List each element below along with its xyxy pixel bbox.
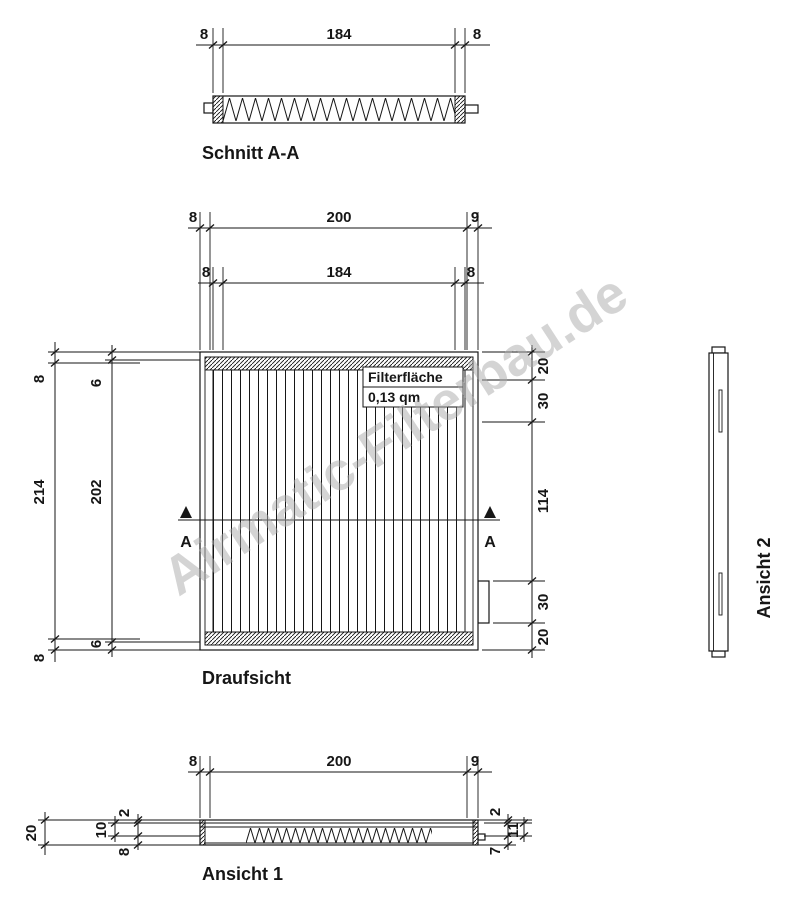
ansicht1-view: Ansicht 1 (199, 819, 486, 884)
end-cap (212, 95, 224, 124)
end-cap (454, 95, 466, 124)
right-tab (464, 104, 479, 114)
dim-label: 8 (473, 26, 481, 43)
dim-label: 9 (471, 209, 479, 226)
dim-label: 9 (471, 753, 479, 770)
dim-label: 11 (505, 822, 522, 838)
draufsicht-view: A A Filterfläche 0,13 qm Draufsicht (178, 351, 500, 688)
end-cap (199, 819, 206, 846)
ansicht1-right-dimensions: 2 11 7 (478, 808, 532, 855)
filter-area-value: 0,13 qm (368, 389, 420, 405)
slot (718, 572, 723, 616)
dim-label: 184 (326, 26, 352, 43)
section-label: A (484, 534, 496, 551)
dim-label: 8 (31, 654, 48, 662)
dim-label: 2 (116, 809, 133, 817)
ansicht1-top-dimensions: 8 200 9 (188, 753, 492, 818)
right-tab (477, 580, 490, 624)
side-profile (708, 352, 729, 652)
bottom-seal-band (204, 631, 474, 646)
dim-label: 8 (116, 848, 133, 856)
dim-label: 8 (200, 26, 208, 43)
view-title-draufsicht: Draufsicht (202, 668, 291, 688)
right-tab (477, 833, 486, 841)
top-notch (711, 346, 726, 354)
draufsicht-top-dimensions: 8 200 9 8 184 8 (188, 209, 492, 350)
filter-media-zigzag (223, 98, 455, 121)
dim-label: 20 (535, 358, 552, 375)
dim-label: 214 (31, 479, 48, 505)
schnitt-aa-dimensions: 8 184 8 (196, 26, 490, 93)
dim-label: 6 (88, 640, 105, 648)
view-title-ansicht1: Ansicht 1 (202, 864, 283, 884)
dim-label: 30 (535, 393, 552, 410)
ansicht2-view: Ansicht 2 (708, 346, 774, 658)
dim-label: 6 (88, 379, 105, 387)
section-label: A (180, 534, 192, 551)
dim-label: 2 (487, 808, 504, 816)
slot (718, 389, 723, 433)
dim-label: 10 (93, 822, 110, 839)
end-cap (472, 819, 479, 846)
dim-label: 184 (326, 264, 352, 281)
filter-area-label: Filterfläche (368, 369, 443, 385)
dim-label: 8 (189, 209, 197, 226)
pleated-media (212, 369, 466, 633)
filter-media-zigzag (246, 828, 432, 843)
draufsicht-right-dimensions: 20 30 114 30 20 (482, 345, 552, 658)
dim-label: 20 (23, 825, 40, 842)
dim-label: 8 (202, 264, 210, 281)
view-title-ansicht2: Ansicht 2 (754, 537, 774, 618)
ansicht1-left-dimensions: 20 10 2 8 (23, 809, 200, 856)
dim-label: 200 (326, 209, 351, 226)
dim-label: 30 (535, 594, 552, 611)
dim-label: 20 (535, 629, 552, 646)
dim-label: 8 (189, 753, 197, 770)
section-arrow-icon (180, 506, 192, 518)
section-arrow-icon (484, 506, 496, 518)
draufsicht-left-dimensions: 8 214 8 6 202 6 (31, 342, 200, 662)
dim-label: 114 (535, 488, 552, 513)
view-title-schnitt: Schnitt A-A (202, 143, 299, 163)
schnitt-aa-part: Schnitt A-A (202, 95, 479, 163)
dim-label: 8 (31, 375, 48, 383)
dim-label: 8 (467, 264, 475, 281)
left-tab (203, 102, 214, 114)
dim-label: 7 (487, 847, 504, 855)
dim-label: 202 (88, 479, 105, 504)
bottom-notch (711, 650, 726, 658)
dim-label: 200 (326, 753, 351, 770)
